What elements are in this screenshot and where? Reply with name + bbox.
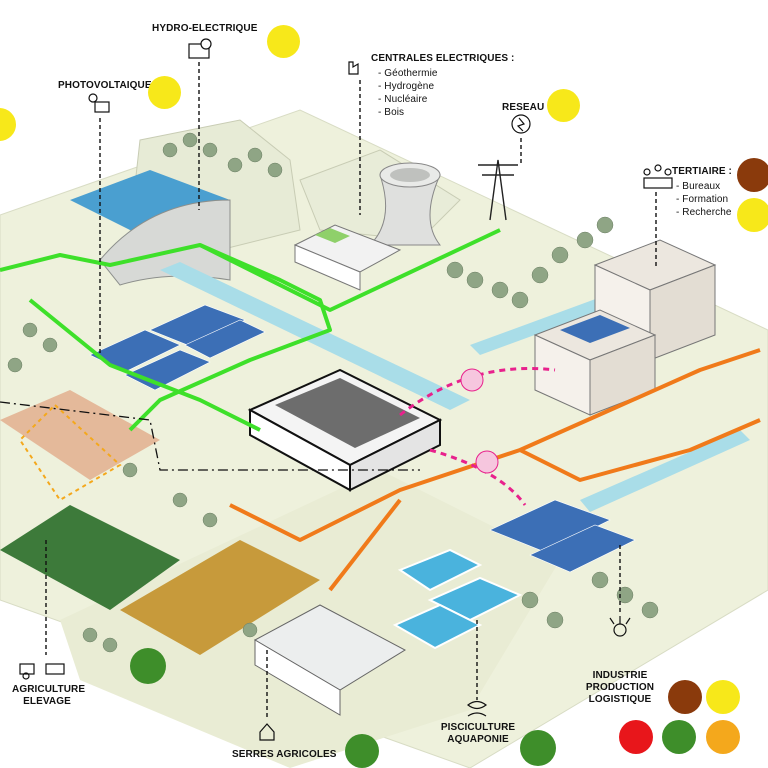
pisciculture-dot-green	[520, 730, 556, 766]
tertiaire-label: TERTIAIRE :	[672, 166, 732, 177]
pisciculture-label: PISCICULTURE AQUAPONIE	[438, 722, 518, 746]
crop-fields	[0, 390, 320, 655]
reseau-dot-yellow	[547, 89, 580, 122]
power-plant	[293, 224, 402, 291]
serres-dot-green	[345, 734, 379, 768]
photovoltaique-label: PHOTOVOLTAIQUE	[58, 80, 152, 91]
industrie-dot-brown	[668, 680, 702, 714]
industrie-label: INDUSTRIE PRODUCTION LOGISTIQUE	[580, 670, 660, 706]
trees	[7, 132, 659, 653]
agriculture-label-line2: ELEVAGE	[23, 696, 71, 707]
boundary-line	[0, 401, 420, 471]
tertiaire-item-formation: - Formation	[676, 194, 729, 205]
pylon	[478, 159, 518, 221]
tertiaire-item-bureaux: - Bureaux	[676, 181, 721, 192]
industrie-dot-green	[662, 720, 696, 754]
centrales-label: CENTRALES ELECTRIQUES :	[371, 53, 515, 64]
photovoltaique-dot-yellow	[148, 76, 181, 109]
reseau-label: RESEAU	[502, 102, 545, 113]
agri-flows	[18, 403, 122, 502]
pisciculture-label-line2: AQUAPONIE	[447, 734, 509, 745]
hydro-dot-yellow	[267, 25, 300, 58]
solar-fields	[89, 304, 636, 573]
dam-icon	[188, 38, 212, 59]
tertiaire-item-recherche: - Recherche	[676, 207, 732, 218]
agriculture-label: AGRICULTURE ELEVAGE	[12, 684, 86, 708]
power-lines	[0, 228, 501, 432]
datacenter-icon	[460, 368, 499, 474]
fish-icon	[467, 700, 487, 717]
centrales-item-hydrogene: - Hydrogène	[378, 81, 435, 92]
greenhouse-icon	[259, 723, 275, 741]
pisciculture-label-line1: PISCICULTURE	[440, 722, 516, 733]
greenhouse	[253, 604, 407, 716]
industrie-dot-yellow	[706, 680, 740, 714]
hydro-label: HYDRO-ELECTRIQUE	[152, 23, 258, 34]
tertiaire-dot-brown	[737, 158, 768, 192]
centrales-item-geothermie: - Géothermie	[378, 68, 438, 79]
edge-dot-yellow	[0, 108, 16, 141]
tractor-cow-icon	[19, 663, 65, 680]
serres-label: SERRES AGRICOLES	[232, 749, 337, 760]
fish-ponds	[392, 548, 523, 650]
industrie-label-line2: PRODUCTION	[585, 682, 655, 693]
industry-icon	[609, 616, 631, 637]
hydro-dam	[70, 170, 231, 286]
agriculture-label-line1: AGRICULTURE	[12, 684, 86, 695]
data-flows	[399, 366, 556, 506]
centrales-item-nucleaire: - Nucléaire	[378, 94, 428, 105]
industrie-dot-orange	[706, 720, 740, 754]
industrie-label-line3: LOGISTIQUE	[588, 694, 652, 705]
leader-lines	[45, 62, 657, 720]
heat-lines	[229, 348, 761, 592]
office-buildings	[533, 239, 717, 416]
people-icon	[643, 164, 673, 189]
industrie-dot-red	[619, 720, 653, 754]
tertiaire-dot-yellow	[737, 198, 768, 232]
network-icon	[511, 114, 531, 134]
agriculture-dot-green	[130, 648, 166, 684]
cooling-tower	[368, 162, 442, 246]
industrie-label-line1: INDUSTRIE	[592, 670, 648, 681]
solar-panel-icon	[88, 93, 110, 113]
centrales-item-bois: - Bois	[378, 107, 405, 118]
factory-icon	[348, 61, 359, 75]
